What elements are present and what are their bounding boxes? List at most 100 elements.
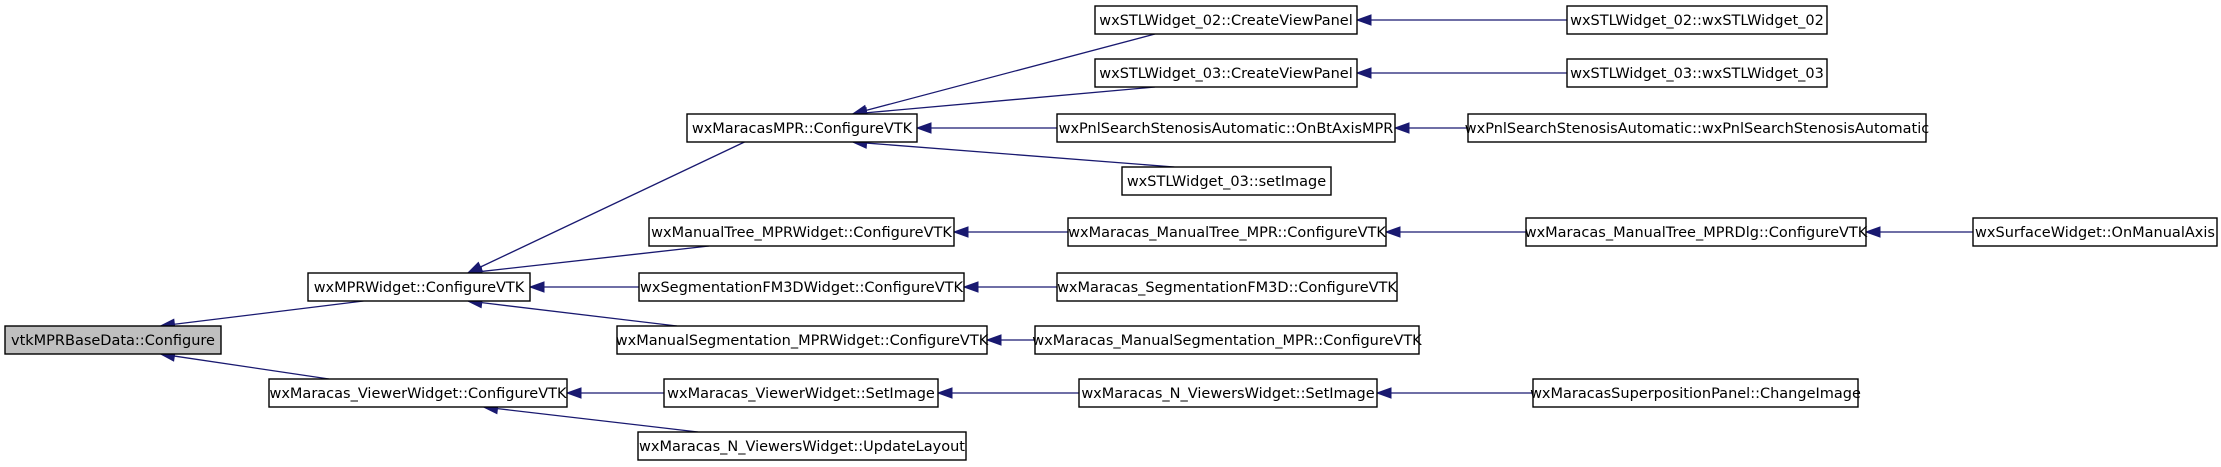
edge	[159, 350, 330, 380]
graph-node[interactable]: wxManualTree_MPRWidget::ConfigureVTK	[648, 217, 955, 247]
graph-node[interactable]: wxSegmentationFM3DWidget::ConfigureVTK	[638, 272, 965, 302]
edge	[915, 122, 1057, 134]
edge-line	[174, 300, 364, 325]
node-label: wxManualSegmentation_MPRWidget::Configur…	[616, 333, 989, 349]
edge-line	[866, 86, 1156, 114]
edge	[936, 387, 1079, 399]
node-box	[1067, 217, 1387, 247]
graph-node[interactable]: wxMaracas_ManualTree_MPR::ConfigureVTK	[1067, 217, 1387, 247]
node-box	[1467, 113, 1927, 143]
edge	[1355, 67, 1567, 79]
node-label: wxSTLWidget_03::CreateViewPanel	[1099, 66, 1353, 82]
edge-line	[866, 142, 1175, 168]
node-box	[686, 113, 918, 143]
node-label: wxMaracas_SegmentationFM3D::ConfigureVTK	[1057, 280, 1397, 296]
node-label: wxSTLWidget_02::CreateViewPanel	[1099, 13, 1353, 29]
graph-node[interactable]: wxSTLWidget_03::wxSTLWidget_03	[1566, 58, 1828, 88]
node-label: wxMaracas_N_ViewersWidget::SetImage	[1081, 386, 1374, 402]
graph-node[interactable]: wxMaracasMPR::ConfigureVTK	[686, 113, 918, 143]
edges-layer	[159, 14, 1973, 433]
edge-arrowhead	[962, 281, 979, 293]
node-box	[616, 325, 988, 355]
node-label: vtkMPRBaseData::Configure	[11, 333, 215, 349]
node-label: wxSTLWidget_03::wxSTLWidget_03	[1570, 66, 1824, 82]
edge-line	[480, 141, 745, 268]
node-box	[1121, 166, 1332, 196]
node-box	[1566, 5, 1828, 35]
graph-node[interactable]: wxSTLWidget_02::wxSTLWidget_02	[1566, 5, 1828, 35]
graph-node[interactable]: vtkMPRBaseData::Configure	[4, 325, 222, 355]
graph-node[interactable]: wxMaracas_ViewerWidget::ConfigureVTK	[268, 378, 568, 408]
graph-node[interactable]: wxMaracas_ViewerWidget::SetImage	[663, 378, 939, 408]
graph-node[interactable]: wxMaracasSuperpositionPanel::ChangeImage	[1530, 378, 1861, 408]
edge	[528, 281, 639, 293]
node-label: wxMaracas_ManualTree_MPRDlg::ConfigureVT…	[1525, 225, 1868, 241]
graph-node[interactable]: wxMaracas_N_ViewersWidget::UpdateLayout	[637, 431, 967, 461]
edge	[1375, 387, 1533, 399]
node-box	[1525, 217, 1867, 247]
node-label: wxSTLWidget_03::setImage	[1127, 174, 1326, 190]
edge	[1864, 226, 1973, 238]
edge-arrowhead	[1355, 67, 1372, 79]
edge-arrowhead	[952, 226, 969, 238]
graph-node[interactable]: wxManualSegmentation_MPRWidget::Configur…	[616, 325, 989, 355]
node-box	[1078, 378, 1378, 408]
node-label: wxPnlSearchStenosisAutomatic::OnBtAxisMP…	[1059, 121, 1394, 137]
graph-node[interactable]: wxMaracas_N_ViewersWidget::SetImage	[1078, 378, 1378, 408]
edge	[952, 226, 1068, 238]
edge-arrowhead	[1393, 122, 1410, 134]
graph-node[interactable]: wxSurfaceWidget::OnManualAxis	[1972, 217, 2218, 247]
node-label: wxSegmentationFM3DWidget::ConfigureVTK	[640, 280, 963, 296]
node-label: wxMaracas_ManualTree_MPR::ConfigureVTK	[1068, 225, 1386, 241]
node-label: wxMaracas_N_ViewersWidget::UpdateLayout	[639, 439, 965, 455]
graph-node[interactable]: wxSTLWidget_03::CreateViewPanel	[1094, 58, 1358, 88]
graph-node[interactable]: wxMaracas_ManualTree_MPRDlg::ConfigureVT…	[1525, 217, 1868, 247]
edge-arrowhead	[565, 387, 582, 399]
graph-node[interactable]: wxSTLWidget_03::setImage	[1121, 166, 1332, 196]
node-label: wxSTLWidget_02::wxSTLWidget_02	[1570, 13, 1824, 29]
node-label: wxMaracas_ViewerWidget::SetImage	[667, 386, 935, 402]
nodes-layer: vtkMPRBaseData::Configure wxMPRWidget::Co…	[4, 5, 2218, 461]
graph-node[interactable]: wxMPRWidget::ConfigureVTK	[307, 272, 531, 302]
graph-node[interactable]: wxMaracas_ManualSegmentation_MPR::Config…	[1032, 325, 1422, 355]
node-box	[1094, 58, 1358, 88]
edge	[159, 300, 364, 330]
edge	[1384, 226, 1526, 238]
node-box	[1566, 58, 1828, 88]
edge-arrowhead	[1355, 14, 1372, 26]
node-label: wxManualTree_MPRWidget::ConfigureVTK	[651, 225, 952, 241]
edge	[962, 281, 1057, 293]
edge-arrowhead	[936, 387, 953, 399]
node-label: wxMaracas_ViewerWidget::ConfigureVTK	[269, 386, 567, 402]
edge-line	[497, 407, 699, 433]
node-label: wxMaracas_ManualSegmentation_MPR::Config…	[1032, 333, 1422, 349]
node-box	[638, 272, 965, 302]
edge-line	[865, 33, 1156, 112]
node-box	[268, 378, 568, 408]
edge	[482, 403, 699, 433]
graph-node[interactable]: wxSTLWidget_02::CreateViewPanel	[1094, 5, 1358, 35]
node-box	[1056, 272, 1398, 302]
edge	[466, 141, 745, 274]
node-box	[307, 272, 531, 302]
edge-line	[481, 302, 678, 327]
node-box	[663, 378, 939, 408]
edge	[565, 387, 664, 399]
node-label: wxMaracasSuperpositionPanel::ChangeImage	[1530, 386, 1861, 402]
graph-node[interactable]: wxPnlSearchStenosisAutomatic::wxPnlSearc…	[1465, 113, 1929, 143]
graph-node[interactable]: wxPnlSearchStenosisAutomatic::OnBtAxisMP…	[1056, 113, 1396, 143]
node-box	[637, 431, 967, 461]
node-box	[1094, 5, 1358, 35]
root-node-box	[4, 325, 222, 355]
node-label: wxMaracasMPR::ConfigureVTK	[692, 121, 913, 137]
node-box	[1056, 113, 1396, 143]
edge	[1393, 122, 1468, 134]
edge-line	[481, 245, 710, 273]
edge-arrowhead	[1384, 226, 1401, 238]
edge-arrowhead	[528, 281, 545, 293]
graph-node[interactable]: wxMaracas_SegmentationFM3D::ConfigureVTK	[1056, 272, 1398, 302]
node-box	[1034, 325, 1420, 355]
edge	[466, 245, 710, 278]
edge	[1355, 14, 1567, 26]
